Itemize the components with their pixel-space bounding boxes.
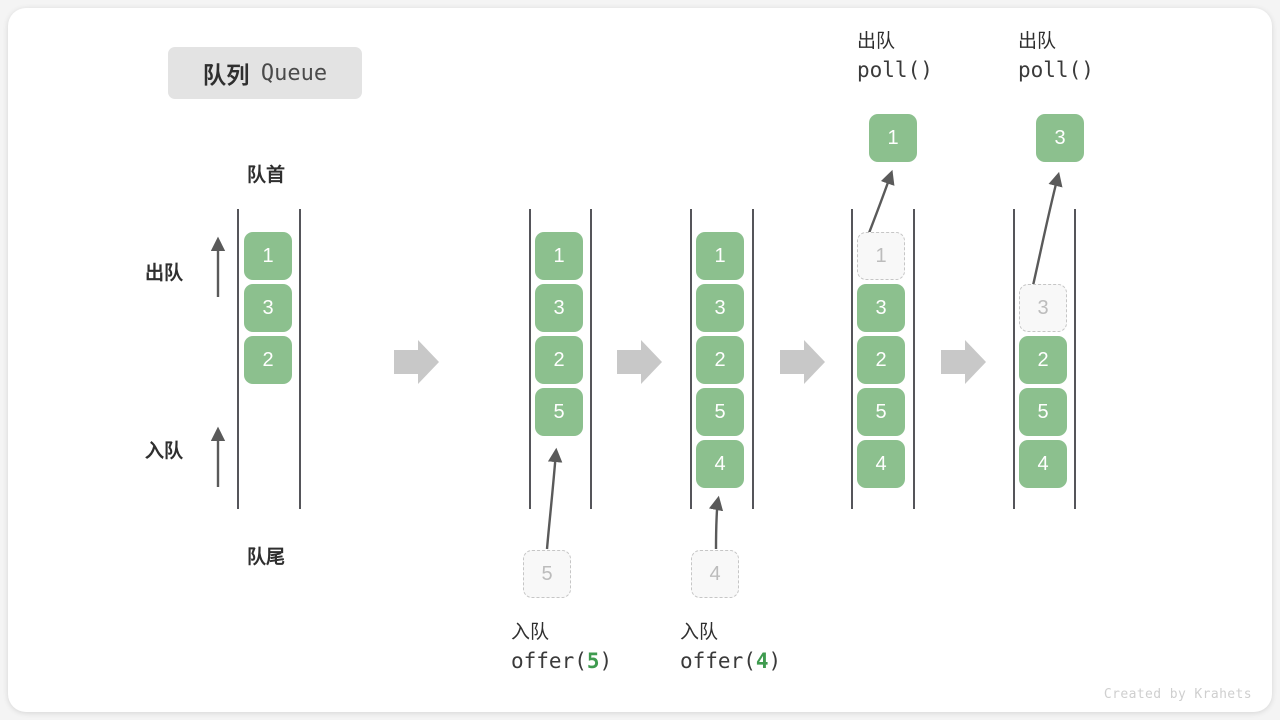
poll1-caption-code: poll(): [857, 57, 933, 82]
title-cn: 队列: [202, 62, 250, 88]
queue-rail-right-1: [299, 209, 301, 509]
queue-cell: 2: [1019, 336, 1067, 384]
poll3-caption: 出队 poll(): [1018, 29, 1094, 86]
queue-cell: 5: [535, 388, 583, 436]
offer4-code-arg: 4: [755, 648, 769, 673]
rear-label: 队尾: [246, 547, 285, 568]
queue-cell: 3: [535, 284, 583, 332]
enqueue-side-label: 入队: [145, 441, 184, 462]
queue-rail-left-4: [851, 209, 853, 509]
queue-rail-right-4: [913, 209, 915, 509]
offer4-caption: 入队 offer(4): [680, 620, 781, 677]
outgoing-ghost-cell: 1: [857, 232, 905, 280]
poll3-caption-cn: 出队: [1018, 31, 1057, 52]
credit-text: Created by Krahets: [1103, 687, 1252, 702]
title-badge: 队列 Queue: [168, 47, 362, 99]
queue-cell: 4: [1019, 440, 1067, 488]
poll3-caption-code: poll(): [1018, 57, 1094, 82]
title-en: Queue: [260, 60, 328, 86]
queue-rail-left-2: [529, 209, 531, 509]
offer4-caption-code: offer(4): [680, 647, 781, 677]
queue-cell: 2: [535, 336, 583, 384]
queue-cell: 3: [696, 284, 744, 332]
queue-rail-left-1: [237, 209, 239, 509]
offer5-code-arg: 5: [586, 648, 600, 673]
queue-rail-right-3: [752, 209, 754, 509]
queue-cell: 2: [857, 336, 905, 384]
queue-cell: 3: [244, 284, 292, 332]
front-label: 队首: [246, 165, 285, 186]
queue-rail-left-5: [1013, 209, 1015, 509]
queue-cell: 5: [696, 388, 744, 436]
incoming-ghost-cell: 4: [691, 550, 739, 598]
popped-cell: 3: [1036, 114, 1084, 162]
queue-cell: 5: [857, 388, 905, 436]
queue-rail-right-5: [1074, 209, 1076, 509]
popped-cell: 1: [869, 114, 917, 162]
queue-rail-right-2: [590, 209, 592, 509]
queue-rail-left-3: [690, 209, 692, 509]
diagram-card: [8, 8, 1272, 712]
queue-cell: 1: [244, 232, 292, 280]
dequeue-side-label: 出队: [145, 263, 184, 284]
offer4-code-prefix: offer(: [680, 648, 756, 673]
offer5-code-suffix: ): [599, 648, 613, 673]
offer5-caption-code: offer(5): [511, 647, 612, 677]
queue-cell: 1: [696, 232, 744, 280]
queue-cell: 1: [535, 232, 583, 280]
outgoing-ghost-cell: 3: [1019, 284, 1067, 332]
offer4-caption-cn: 入队: [680, 622, 719, 643]
offer4-code-suffix: ): [768, 648, 782, 673]
queue-cell: 2: [244, 336, 292, 384]
queue-cell: 4: [857, 440, 905, 488]
offer5-caption-cn: 入队: [511, 622, 550, 643]
queue-cell: 2: [696, 336, 744, 384]
poll1-caption-cn: 出队: [857, 31, 896, 52]
queue-cell: 3: [857, 284, 905, 332]
queue-cell: 4: [696, 440, 744, 488]
queue-cell: 5: [1019, 388, 1067, 436]
offer5-code-prefix: offer(: [511, 648, 587, 673]
offer5-caption: 入队 offer(5): [511, 620, 612, 677]
incoming-ghost-cell: 5: [523, 550, 571, 598]
poll1-caption: 出队 poll(): [857, 29, 933, 86]
